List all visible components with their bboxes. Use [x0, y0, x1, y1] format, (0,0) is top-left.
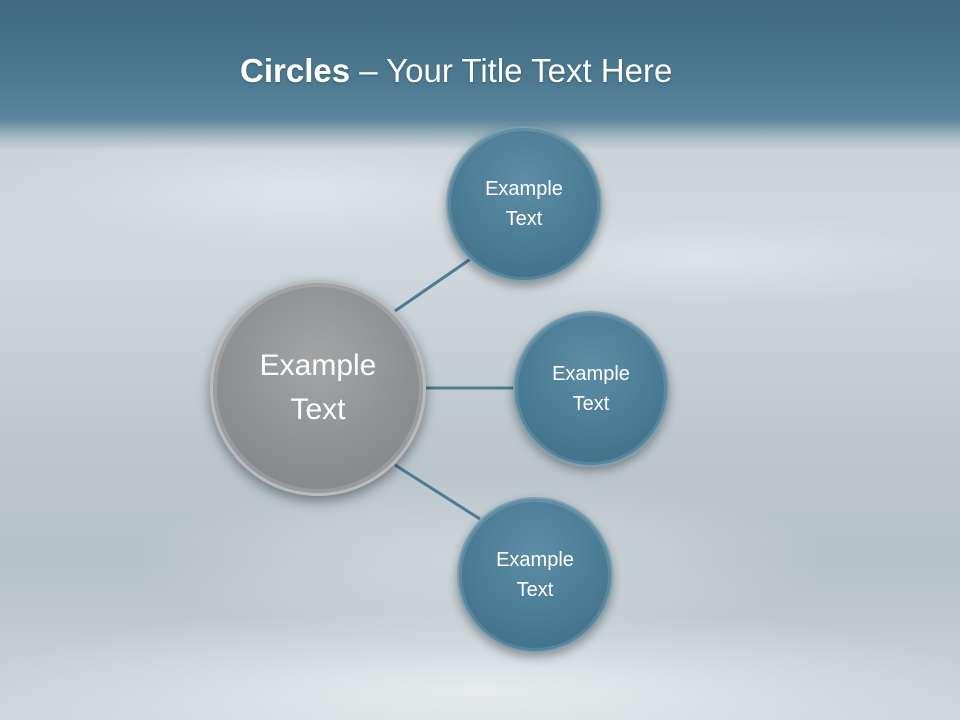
header-band	[0, 0, 960, 150]
slide-title-rest: – Your Title Text Here	[350, 52, 673, 89]
connector-top	[394, 256, 473, 313]
center-circle-line2: Text	[290, 393, 346, 426]
center-circle-line1: Example	[259, 349, 377, 382]
connector-bottom	[394, 463, 481, 521]
node-bottom-line1: Example	[496, 549, 574, 571]
node-top-line1: Example	[485, 178, 563, 200]
slide-title: Circles – Your Title Text Here	[240, 52, 840, 102]
center-circle: Example Text	[210, 280, 426, 496]
slide-title-bold: Circles	[240, 52, 351, 89]
node-middle-line1: Example	[552, 363, 630, 385]
node-middle-line2: Text	[572, 393, 610, 415]
node-circle-middle: Example Text	[513, 311, 669, 467]
node-top-line2: Text	[505, 208, 543, 230]
node-bottom-line2: Text	[516, 579, 554, 601]
node-circle-bottom: Example Text	[457, 497, 613, 653]
node-circle-top: Example Text	[446, 126, 602, 282]
